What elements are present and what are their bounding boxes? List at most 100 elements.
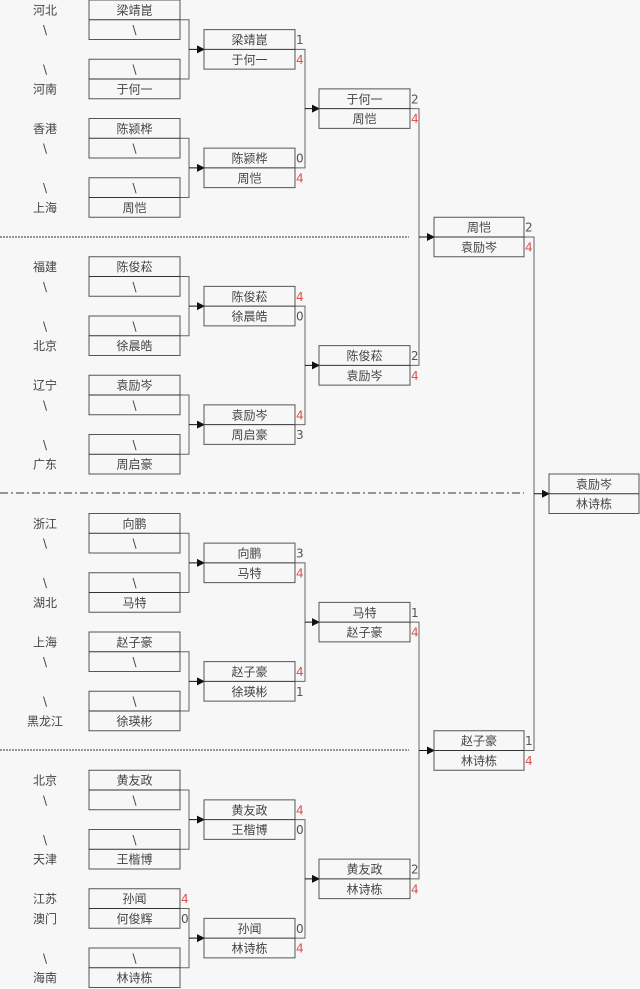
player-name: \	[132, 181, 137, 195]
player-name: 于何一	[116, 82, 152, 96]
region-label: 江苏	[33, 892, 57, 906]
bracket-connector	[410, 621, 420, 880]
player-name: 赵子豪	[346, 625, 382, 640]
player-score: 4	[411, 882, 419, 896]
player-name: 于何一	[231, 53, 267, 67]
region-label: \	[43, 23, 48, 37]
player-name: 徐瑛彬	[231, 684, 267, 699]
player-score: 3	[296, 428, 304, 442]
player-score: 2	[411, 349, 419, 363]
player-score: 4	[296, 53, 304, 67]
region-label: 河北	[33, 3, 57, 17]
player-name: 于何一	[346, 92, 382, 106]
region-label: 北京	[33, 774, 57, 788]
player-name: \	[132, 951, 137, 965]
region-label: \	[43, 181, 48, 195]
player-name: 何俊辉	[116, 911, 152, 926]
player-score: 0	[181, 912, 189, 926]
player-name: 袁励岑	[116, 379, 152, 393]
player-score: 0	[296, 922, 304, 936]
player-name: 向鹏	[237, 546, 261, 561]
bracket-connector	[524, 236, 535, 751]
bracket-connector	[180, 137, 190, 198]
player-name: 王楷博	[231, 822, 267, 837]
player-name: 马特	[352, 605, 376, 620]
region-label: \	[43, 576, 48, 590]
player-name: \	[132, 319, 137, 333]
region-label: 澳门	[33, 911, 57, 926]
player-score: 1	[296, 33, 304, 47]
player-name: 黄友政	[346, 863, 382, 877]
region-label: 广东	[33, 458, 57, 472]
region-label: 黑龙江	[27, 714, 63, 728]
player-score: 2	[411, 92, 419, 106]
bracket-connector	[295, 48, 306, 169]
player-score: 1	[525, 734, 533, 748]
player-name: 陈俊菘	[231, 289, 267, 304]
round1-match: \ \ 马特 湖北	[33, 572, 181, 613]
player-name: 黄友政	[116, 774, 152, 788]
player-score: 0	[296, 152, 304, 166]
player-name: 向鹏	[122, 516, 146, 531]
player-name: \	[132, 438, 137, 452]
player-score: 4	[181, 892, 189, 906]
region-label: \	[43, 142, 48, 156]
region-label: \	[43, 833, 48, 847]
player-score: 4	[296, 665, 304, 679]
player-name: 赵子豪	[116, 634, 152, 649]
bracket-connector	[180, 651, 190, 712]
bracket-connector	[180, 19, 190, 80]
player-score: 4	[525, 754, 533, 768]
player-score: 4	[296, 290, 304, 304]
player-score: 4	[296, 803, 304, 817]
region-label: \	[43, 695, 48, 709]
player-name: \	[132, 655, 137, 669]
region-label: 香港	[33, 122, 57, 136]
player-score: 1	[411, 606, 419, 620]
player-name: 林诗栋	[346, 881, 382, 896]
bracket-connector	[180, 789, 190, 850]
player-name: 袁励岑	[461, 240, 497, 254]
player-score: 1	[296, 685, 304, 699]
region-label: 湖北	[33, 595, 57, 610]
player-name: 林诗栋	[116, 970, 152, 985]
player-name: \	[132, 576, 137, 590]
player-score: 4	[296, 171, 304, 185]
player-name: 林诗栋	[231, 941, 267, 956]
region-label: 河南	[33, 81, 57, 96]
player-name: 赵子豪	[231, 664, 267, 679]
bracket-connector	[180, 276, 190, 337]
player-name: 周启豪	[116, 457, 152, 472]
player-name: \	[132, 23, 137, 37]
region-label: \	[43, 319, 48, 333]
region-label: \	[43, 63, 48, 77]
round2-match: 赵子豪 4 徐瑛彬 1	[203, 661, 304, 702]
player-name: 袁励岑	[576, 477, 612, 491]
player-name: 王楷博	[116, 852, 152, 867]
player-score: 4	[296, 942, 304, 956]
region-label: \	[43, 537, 48, 551]
player-name: 赵子豪	[461, 733, 497, 748]
player-name: \	[132, 142, 137, 156]
player-name: 马特	[122, 595, 146, 610]
player-name: 袁励岑	[346, 369, 382, 383]
player-name: 陈颍桦	[116, 121, 152, 136]
bracket-connector	[410, 108, 420, 366]
player-name: 徐瑛彬	[116, 713, 152, 728]
